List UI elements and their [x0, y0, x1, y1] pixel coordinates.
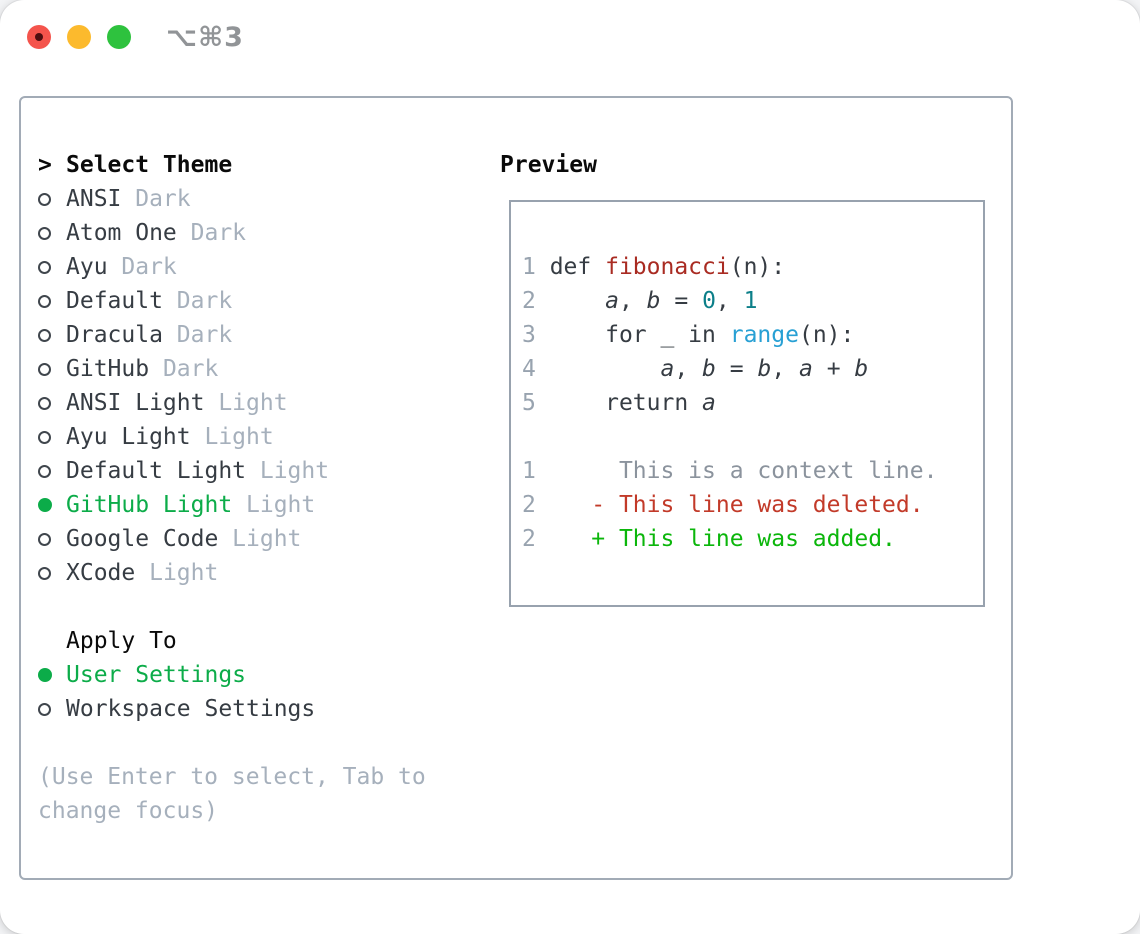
code-line: 5 return a: [522, 390, 716, 416]
apply-option-user-settings[interactable]: User Settings: [38, 658, 315, 692]
theme-option-github-light[interactable]: GitHub Light Light: [38, 488, 329, 522]
theme-name: GitHub: [66, 356, 150, 382]
theme-name: XCode: [66, 560, 136, 586]
radio-icon: [38, 294, 51, 308]
line-number: 5: [522, 390, 550, 416]
radio-selected-icon: [38, 498, 52, 512]
line-number: 2: [522, 526, 550, 552]
theme-variant: Dark: [190, 220, 247, 246]
theme-option-google-code[interactable]: Google Code Light: [38, 522, 329, 556]
diff-line-deleted: 2 - This line was deleted.: [522, 492, 924, 518]
code-line: 2 a, b = 0, 1: [522, 288, 758, 314]
radio-selected-icon: [38, 668, 52, 682]
minimize-button[interactable]: [67, 25, 91, 49]
theme-name: Ayu: [66, 254, 108, 280]
theme-variant: Light: [218, 390, 288, 416]
close-button[interactable]: [27, 25, 51, 49]
theme-option-atom-one[interactable]: Atom One Dark: [38, 216, 329, 250]
preview-title: Preview: [500, 152, 597, 178]
theme-variant: Dark: [135, 186, 191, 212]
line-number: 1: [522, 254, 550, 280]
theme-variant: Light: [232, 526, 302, 552]
theme-name: Dracula: [66, 322, 163, 348]
radio-icon: [38, 702, 51, 716]
theme-option-ayu[interactable]: Ayu Dark: [38, 250, 329, 284]
theme-name: Google Code: [66, 526, 219, 552]
theme-variant: Dark: [176, 288, 233, 314]
radio-icon: [38, 260, 51, 274]
radio-icon: [38, 430, 51, 444]
code-line: 4 a, b = b, a + b: [522, 356, 869, 382]
theme-name: GitHub Light: [66, 492, 233, 518]
radio-icon: [38, 566, 51, 580]
theme-variant: Dark: [162, 356, 219, 382]
radio-icon: [38, 192, 51, 206]
code-line: 3 for _ in range(n):: [522, 322, 855, 348]
line-number: 4: [522, 356, 550, 382]
apply-to-title: Apply To: [66, 628, 177, 654]
radio-icon: [38, 464, 51, 478]
code-preview: 1 def fibonacci(n): 2 a, b = 0, 1 3 for _ …: [522, 250, 868, 420]
diff-preview: 1 This is a context line. 2 - This line w…: [522, 454, 937, 556]
radio-icon: [38, 396, 51, 410]
window-title: ⌥⌘3: [166, 22, 244, 53]
radio-icon: [38, 328, 51, 342]
theme-name: ANSI Light: [66, 390, 205, 416]
apply-option-label: User Settings: [66, 662, 247, 688]
theme-option-default-light[interactable]: Default Light Light: [38, 454, 329, 488]
theme-variant: Light: [259, 458, 330, 484]
theme-name: ANSI: [66, 186, 122, 212]
theme-name: Ayu Light: [66, 424, 191, 450]
theme-variant: Light: [246, 492, 316, 518]
apply-option-workspace-settings[interactable]: Workspace Settings: [38, 692, 315, 726]
code-line: 1 def fibonacci(n):: [522, 254, 786, 280]
radio-icon: [38, 532, 51, 546]
radio-icon: [38, 362, 51, 376]
theme-variant: Dark: [121, 254, 177, 280]
preview-box: 1 def fibonacci(n): 2 a, b = 0, 1 3 for _ …: [509, 200, 985, 607]
radio-icon: [38, 226, 51, 240]
diff-line-added: 2 + This line was added.: [522, 526, 896, 552]
line-number: 3: [522, 322, 550, 348]
diff-line-context: 1 This is a context line.: [522, 458, 938, 484]
apply-to-header: Apply To: [38, 624, 315, 658]
cursor-arrow-icon: >: [38, 152, 52, 178]
theme-option-ansi-light[interactable]: ANSI Light Light: [38, 386, 329, 420]
apply-option-label: Workspace Settings: [66, 696, 316, 722]
theme-name: Default Light: [66, 458, 247, 484]
theme-option-xcode[interactable]: XCode Light: [38, 556, 329, 590]
theme-name: Atom One: [66, 220, 177, 246]
theme-variant: Light: [149, 560, 219, 586]
theme-name: Default: [66, 288, 163, 314]
theme-variant: Light: [204, 424, 274, 450]
zoom-button[interactable]: [107, 25, 131, 49]
theme-option-ansi[interactable]: ANSI Dark: [38, 182, 329, 216]
select-theme-title: Select Theme: [66, 152, 233, 178]
theme-option-github[interactable]: GitHub Dark: [38, 352, 329, 386]
line-number: 1: [522, 458, 550, 484]
line-number: 2: [522, 492, 550, 518]
theme-option-default[interactable]: Default Dark: [38, 284, 329, 318]
theme-variant: Dark: [176, 322, 233, 348]
theme-option-ayu-light[interactable]: Ayu Light Light: [38, 420, 329, 454]
close-modified-dot-icon: [35, 33, 43, 41]
hint-text: (Use Enter to select, Tab to change focu…: [38, 764, 426, 824]
select-theme-header: > Select Theme: [38, 148, 329, 182]
theme-option-dracula[interactable]: Dracula Dark: [38, 318, 329, 352]
line-number: 2: [522, 288, 550, 314]
